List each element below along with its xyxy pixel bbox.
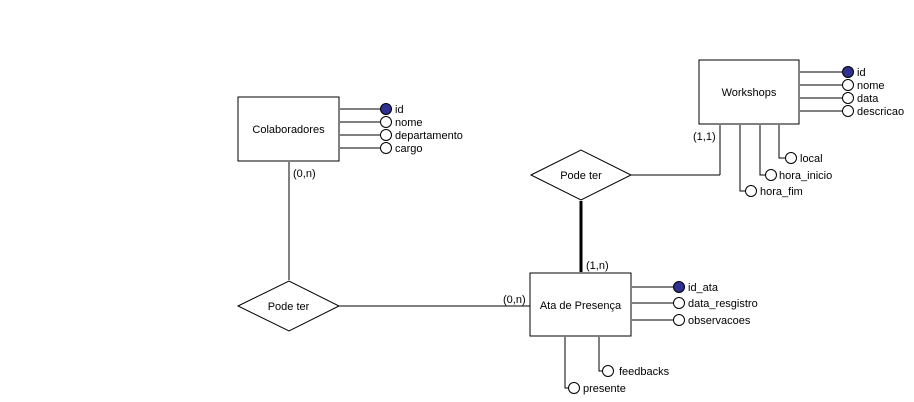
entity-ata-name: Ata de Presença <box>540 300 622 312</box>
attribute-workshops-data[interactable]: data <box>842 92 880 106</box>
svg-text:hora_fim: hora_fim <box>760 186 803 198</box>
attribute-circle-icon <box>842 105 854 117</box>
attribute-colaboradores-nome[interactable]: nome <box>380 116 423 130</box>
svg-text:data_resgistro: data_resgistro <box>688 298 758 310</box>
entity-colaboradores[interactable]: Colaboradores <box>237 96 340 162</box>
relationship-colab-ata-name: Pode ter <box>268 301 310 313</box>
cardinality-ata-left: (0,n) <box>503 294 526 306</box>
svg-text:local: local <box>800 153 823 165</box>
svg-text:cargo: cargo <box>395 143 423 155</box>
entity-ata-de-presenca[interactable]: Ata de Presença <box>529 272 632 337</box>
attribute-ata-data-resgistro[interactable]: data_resgistro <box>673 297 758 311</box>
svg-text:id: id <box>857 67 866 79</box>
svg-text:hora_inicio: hora_inicio <box>779 170 832 182</box>
entity-workshops[interactable]: Workshops <box>698 59 800 125</box>
key-attribute-icon <box>673 281 685 293</box>
attribute-circle-icon <box>745 185 757 197</box>
svg-text:data: data <box>857 93 879 105</box>
attribute-colaboradores-departamento[interactable]: departamento <box>380 129 463 143</box>
attribute-circle-icon <box>380 116 392 128</box>
entity-workshops-name: Workshops <box>722 87 777 99</box>
attribute-circle-icon <box>673 314 685 326</box>
key-attribute-icon <box>842 66 854 78</box>
attribute-circle-icon <box>785 152 797 164</box>
attribute-circle-icon <box>602 365 614 377</box>
attribute-workshops-hora-fim[interactable]: hora_fim <box>745 185 803 199</box>
attribute-ata-presente[interactable]: presente <box>568 382 626 396</box>
attribute-ata-feedbacks[interactable]: feedbacks <box>602 365 670 379</box>
attribute-workshops-id[interactable]: id <box>842 66 866 80</box>
relationship-workshop-ata[interactable]: Pode ter <box>529 149 633 201</box>
svg-text:feedbacks: feedbacks <box>619 366 670 378</box>
attribute-colaboradores-cargo[interactable]: cargo <box>380 142 423 156</box>
cardinality-colaboradores: (0,n) <box>293 168 316 180</box>
attribute-ata-id-ata[interactable]: id_ata <box>673 281 719 295</box>
entity-colaboradores-name: Colaboradores <box>252 124 325 136</box>
attribute-circle-icon <box>380 129 392 141</box>
attribute-circle-icon <box>568 382 580 394</box>
relationship-colab-ata[interactable]: Pode ter <box>236 280 341 332</box>
relationship-workshop-ata-name: Pode ter <box>560 170 602 182</box>
attribute-colaboradores-id[interactable]: id <box>380 103 404 117</box>
attribute-circle-icon <box>380 142 392 154</box>
attribute-workshops-descricao[interactable]: descricao <box>842 105 905 119</box>
attribute-workshops-hora-inicio[interactable]: hora_inicio <box>765 169 833 183</box>
svg-text:presente: presente <box>583 383 626 395</box>
attribute-circle-icon <box>765 169 777 181</box>
svg-text:observacoes: observacoes <box>688 315 751 327</box>
attribute-ata-observacoes[interactable]: observacoes <box>673 314 751 328</box>
attribute-workshops-local[interactable]: local <box>785 152 823 166</box>
attribute-circle-icon <box>842 92 854 104</box>
attribute-workshops-nome[interactable]: nome <box>842 79 885 93</box>
svg-text:id: id <box>395 104 404 116</box>
svg-text:id_ata: id_ata <box>688 282 719 294</box>
svg-text:descricao: descricao <box>857 106 904 118</box>
svg-text:departamento: departamento <box>395 130 463 142</box>
attribute-circle-icon <box>673 297 685 309</box>
svg-text:nome: nome <box>395 117 423 129</box>
cardinality-workshops: (1,1) <box>693 131 716 143</box>
svg-text:nome: nome <box>857 80 885 92</box>
attribute-circle-icon <box>842 79 854 91</box>
key-attribute-icon <box>380 103 392 115</box>
cardinality-ata-top: (1,n) <box>586 260 609 272</box>
